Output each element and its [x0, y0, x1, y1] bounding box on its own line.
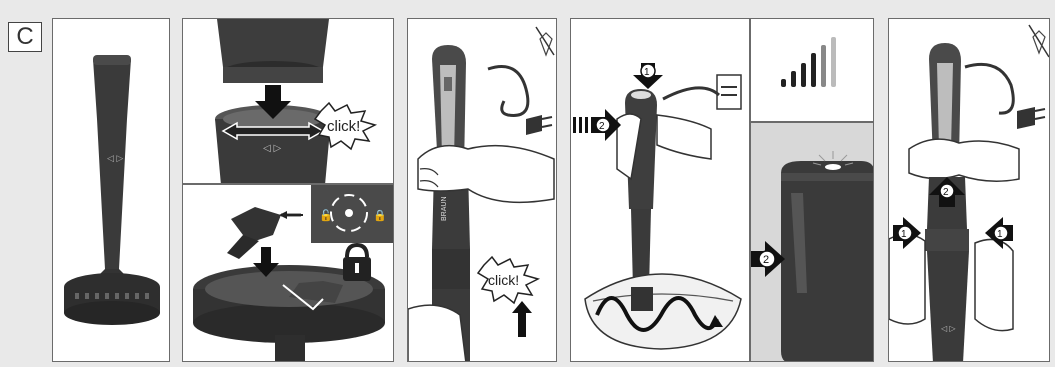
click-label: click!: [327, 118, 360, 135]
svg-text:2: 2: [763, 254, 769, 266]
step-marker-2-light: 2: [751, 241, 785, 277]
light-indicator-illustration: 2: [751, 123, 874, 362]
no-plug-icon: [536, 27, 554, 55]
svg-text:2: 2: [599, 121, 605, 132]
panel-light-indicator: 2: [750, 122, 874, 362]
section-letter: C: [8, 22, 42, 52]
svg-text:🔒: 🔒: [373, 209, 387, 222]
svg-text:BRAUN: BRAUN: [441, 196, 448, 221]
panel-detach: ◁ ▷ 2 1 1: [888, 18, 1050, 362]
panel-blender-shaft: ◁ ▷: [52, 18, 170, 362]
svg-text:2: 2: [943, 187, 949, 198]
speed-bars-icon: [751, 19, 874, 122]
attach-blade-illustration: 🔓 🔒: [183, 185, 394, 362]
svg-text:🔓: 🔓: [319, 209, 333, 222]
lock-icon: [343, 245, 371, 281]
svg-text:1: 1: [997, 229, 1003, 240]
svg-text:◁ ▷: ◁ ▷: [263, 143, 281, 154]
panel-unplugged-attach: BRAUN click!: [407, 18, 557, 362]
panel-speed-indicator: [750, 18, 874, 122]
panel-attach-shaft: ◁ ▷ click!: [182, 18, 394, 184]
attach-shaft-illustration: ◁ ▷ click!: [183, 19, 394, 184]
panel-attach-blade: 🔓 🔒: [182, 184, 394, 362]
no-plug-icon-2: [1029, 25, 1049, 57]
blending-illustration: 1 2: [571, 19, 750, 362]
unplugged-attach-illustration: BRAUN click!: [408, 19, 557, 362]
step-marker-1: 1: [633, 63, 663, 89]
svg-text:1: 1: [644, 67, 650, 78]
svg-text:◁ ▷: ◁ ▷: [107, 153, 123, 163]
blender-shaft-illustration: ◁ ▷: [53, 19, 170, 362]
detach-illustration: ◁ ▷ 2 1 1: [889, 19, 1050, 362]
svg-text:◁ ▷: ◁ ▷: [941, 324, 956, 333]
click-label-2: click!: [488, 272, 519, 288]
panel-blending: 1 2: [570, 18, 750, 362]
svg-text:1: 1: [901, 229, 907, 240]
step-marker-2: 2: [573, 109, 621, 141]
